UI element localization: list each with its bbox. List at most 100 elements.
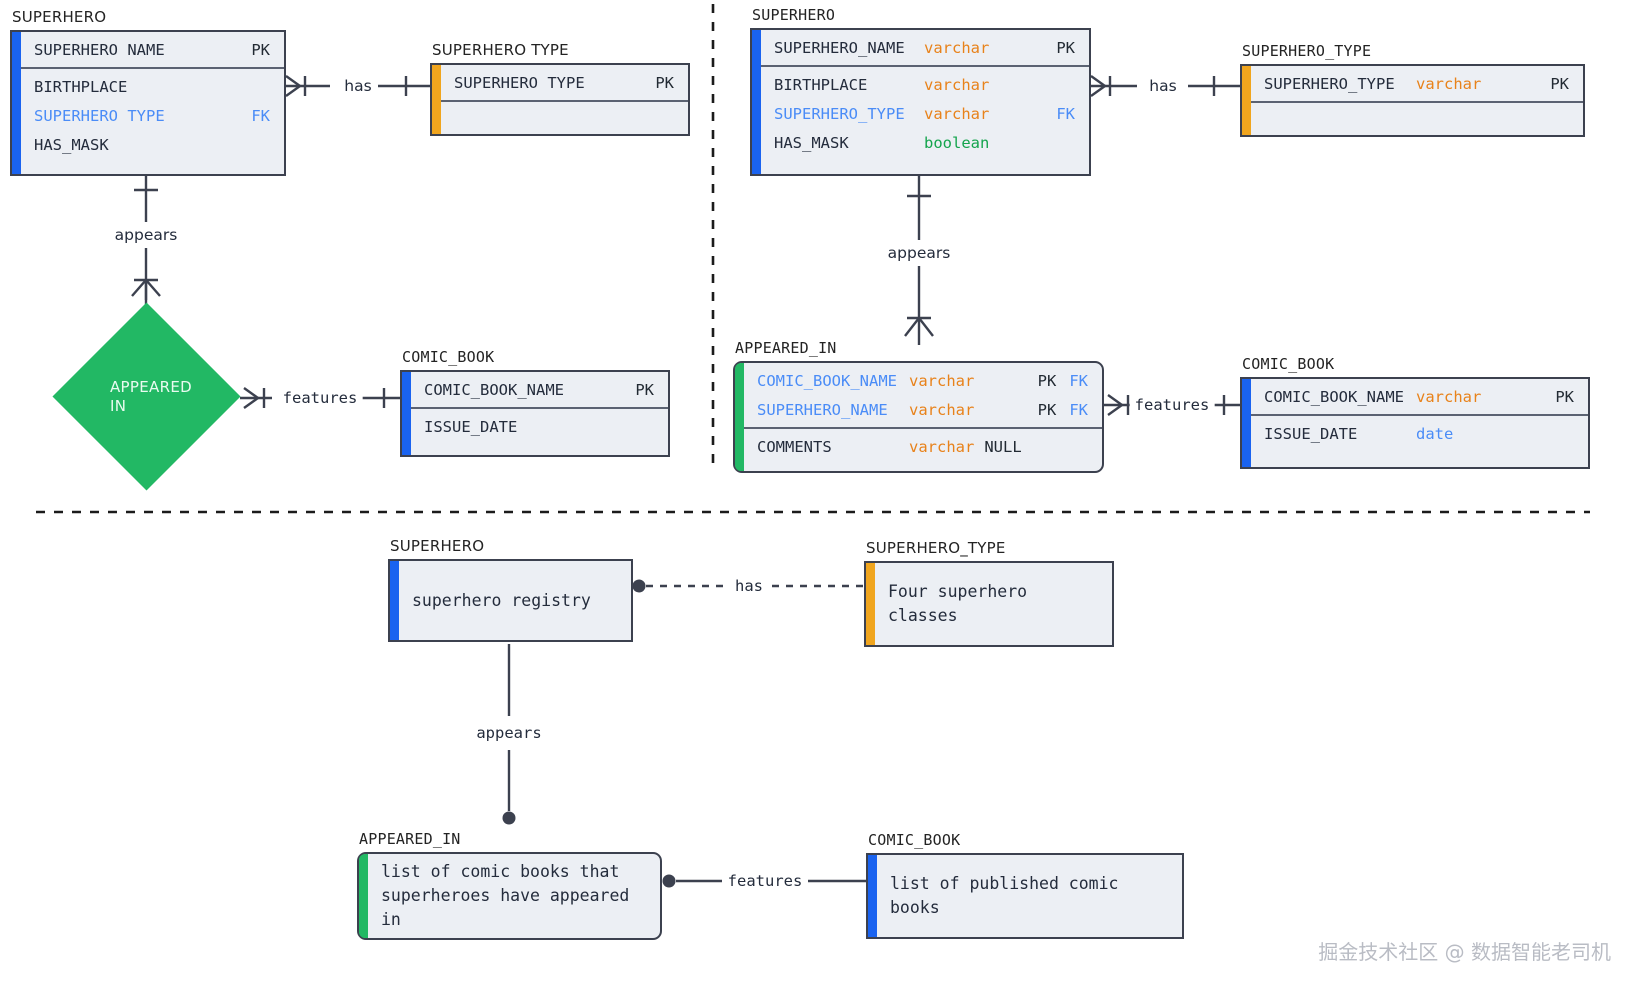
entity-superhero-physical[interactable]: SUPERHERO SUPERHERO_NAME varchar PK BIRT… [750,6,1091,176]
entity-section-attributes: COMMENTS varchar NULL [744,427,1102,464]
key-badge-pk: PK [1555,387,1574,406]
entity-section-pk: COMIC_BOOK_NAME varchar PK [1251,379,1588,414]
attribute-name: BIRTHPLACE [34,77,128,96]
entity-title: SUPERHERO_TYPE [866,539,1006,557]
attribute-name: BIRTHPLACE [774,75,868,94]
attribute-row[interactable]: SUPERHERO TYPE FK [21,101,284,130]
entity-title: COMIC_BOOK [402,348,495,366]
attribute-row[interactable]: SUPERHERO_NAME varchar PK FK [744,395,1102,424]
accent-bar-blue [390,561,399,640]
key-badge-fk: FK [1069,371,1088,390]
attribute-name: SUPERHERO NAME [34,40,165,59]
entity-section-pk: SUPERHERO_TYPE varchar PK [1251,66,1583,101]
attribute-row[interactable]: COMMENTS varchar NULL [744,432,1102,461]
attribute-row[interactable]: HAS_MASK [21,130,284,159]
entity-section-empty [1251,101,1583,135]
entity-title: COMIC_BOOK [868,831,961,849]
attribute-row[interactable]: ISSUE_DATE [411,412,668,441]
entity-superhero-type-conceptual[interactable]: SUPERHERO TYPE SUPERHERO TYPE PK [430,41,690,136]
attribute-name: SUPERHERO_NAME [774,38,905,57]
key-badge-fk: FK [251,106,270,125]
edge-label-appears: appears [882,244,956,262]
attribute-row[interactable]: COMIC_BOOK_NAME varchar PK FK [744,366,1102,395]
attribute-row[interactable]: BIRTHPLACE [21,72,284,101]
attribute-type: varchar [909,400,975,419]
attribute-name: ISSUE_DATE [1264,424,1358,443]
edge-label-has: has [730,577,768,595]
entity-superhero-type-physical[interactable]: SUPERHERO_TYPE SUPERHERO_TYPE varchar PK [1240,42,1585,137]
attribute-type: varchar [1416,74,1482,93]
entity-section-pk: SUPERHERO TYPE PK [441,65,688,100]
entity-section-attributes: BIRTHPLACE SUPERHERO TYPE FK HAS_MASK [21,67,284,162]
entity-comic-book-descriptive[interactable]: COMIC_BOOK list of published comic books [866,831,1184,939]
entity-appeared-in-descriptive[interactable]: APPEARED_IN list of comic books that sup… [357,830,662,940]
attribute-name: COMMENTS [757,437,832,456]
diamond-shape [52,302,241,491]
attribute-name: SUPERHERO_NAME [757,400,888,419]
key-badge-fk: FK [1069,400,1088,419]
entity-section-attributes: ISSUE_DATE date [1251,414,1588,451]
entity-section-pk: SUPERHERO_NAME varchar PK [761,30,1089,65]
attribute-row[interactable]: SUPERHERO_TYPE varchar FK [761,99,1089,128]
entity-title: SUPERHERO TYPE [432,41,569,59]
entity-superhero-conceptual[interactable]: SUPERHERO SUPERHERO NAME PK BIRTHPLACE S… [10,8,286,176]
attribute-row[interactable]: SUPERHERO TYPE PK [441,68,688,97]
edge-label-features: features [722,872,808,890]
entity-superhero-descriptive[interactable]: SUPERHERO superhero registry [388,537,633,642]
entity-section-pk: COMIC_BOOK_NAME varchar PK FK SUPERHERO_… [744,363,1102,427]
entity-appeared-in-physical[interactable]: APPEARED_IN COMIC_BOOK_NAME varchar PK F… [733,339,1104,473]
edge-label-features: features [277,389,363,407]
entity-title: SUPERHERO_TYPE [1242,42,1372,60]
attribute-row[interactable]: SUPERHERO_NAME varchar PK [761,33,1089,62]
attribute-row[interactable]: SUPERHERO NAME PK [21,35,284,64]
entity-superhero-type-descriptive[interactable]: SUPERHERO_TYPE Four superhero classes [864,539,1114,647]
attribute-name: ISSUE_DATE [424,417,518,436]
key-badge-pk: PK [1037,371,1057,390]
relationship-appeared-in-diamond[interactable]: APPEARED IN [52,302,241,491]
entity-comic-book-conceptual[interactable]: COMIC_BOOK COMIC_BOOK_NAME PK ISSUE_DATE [400,348,670,457]
entity-description-text: superhero registry [412,590,591,610]
accent-bar-green [735,363,744,471]
entity-description-text: Four superhero classes [888,582,1028,625]
accent-bar-blue [1242,379,1251,467]
entity-title: SUPERHERO [390,537,485,555]
accent-bar-blue [868,855,877,937]
attribute-type: varchar [924,38,990,57]
attribute-name: HAS_MASK [774,133,849,152]
accent-bar-blue [402,372,411,455]
entity-comic-book-physical[interactable]: COMIC_BOOK COMIC_BOOK_NAME varchar PK IS… [1240,355,1590,469]
attribute-row[interactable]: BIRTHPLACE varchar [761,70,1089,99]
edge-label-appears: appears [471,724,547,742]
accent-bar-orange [1242,66,1251,135]
key-badge-pk: PK [1550,74,1569,93]
key-badge-pk: PK [1037,400,1057,419]
entity-description-text: list of published comic books [890,874,1119,917]
attribute-row[interactable]: COMIC_BOOK_NAME varchar PK [1251,382,1588,411]
watermark-text: 掘金技术社区 @ 数据智能老司机 [1318,940,1611,964]
entity-section-pk: SUPERHERO NAME PK [21,32,284,67]
edge-label-features: features [1129,396,1215,414]
edge-label-has: has [1144,77,1182,95]
accent-bar-orange [432,65,441,134]
attribute-row[interactable]: SUPERHERO_TYPE varchar PK [1251,69,1583,98]
entity-title: APPEARED_IN [359,830,461,848]
attribute-name: SUPERHERO_TYPE [774,104,905,123]
entity-title: SUPERHERO [752,6,836,24]
attribute-row[interactable]: HAS_MASK boolean [761,128,1089,157]
edge-label-appears: appears [109,226,183,244]
entity-section-attributes: ISSUE_DATE [411,407,668,444]
key-badge-pk: PK [635,380,654,399]
attribute-type: varchar [924,75,990,94]
attribute-name: SUPERHERO_TYPE [1264,74,1395,93]
accent-bar-blue [752,30,761,174]
entity-section-empty [441,100,688,134]
attribute-row[interactable]: ISSUE_DATE date [1251,419,1588,448]
attribute-type: varchar [909,437,975,456]
accent-bar-green [359,854,368,938]
attribute-name: COMIC_BOOK_NAME [757,371,897,390]
entity-title: APPEARED_IN [735,339,837,357]
attribute-row[interactable]: COMIC_BOOK_NAME PK [411,375,668,404]
attribute-name: SUPERHERO TYPE [34,106,165,125]
attribute-type: date [1416,424,1454,443]
